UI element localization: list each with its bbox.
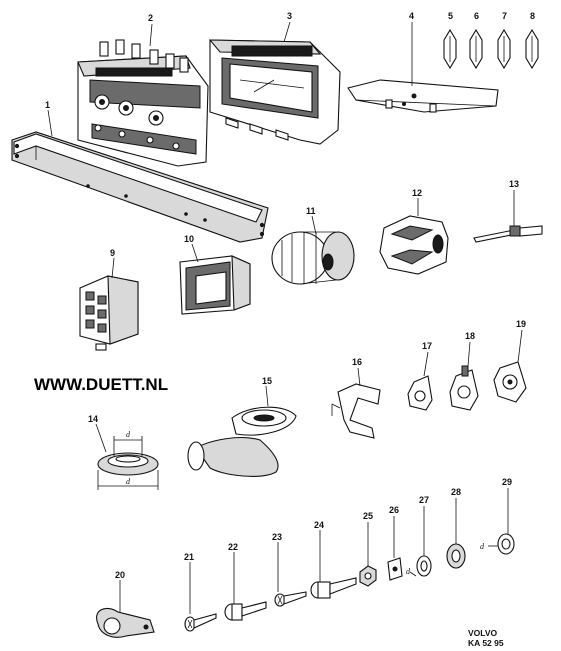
part-19-clip bbox=[493, 361, 527, 403]
part-5-fuse bbox=[443, 28, 457, 70]
part-2-fuse-box bbox=[77, 39, 209, 167]
callout-21: 21 bbox=[184, 552, 194, 562]
part-20-cable-clamp bbox=[96, 607, 155, 638]
callout-22: 22 bbox=[228, 542, 238, 552]
callout-10: 10 bbox=[184, 234, 194, 244]
callout-23: 23 bbox=[272, 532, 282, 542]
callout-4: 4 bbox=[409, 11, 414, 21]
callout-12: 12 bbox=[412, 188, 422, 198]
callout-15: 15 bbox=[262, 376, 272, 386]
part-13-terminal bbox=[473, 225, 543, 243]
part-14-grommet bbox=[97, 436, 159, 490]
callout-26: 26 bbox=[389, 505, 399, 515]
part-16-bracket bbox=[331, 383, 381, 439]
callout-16: 16 bbox=[352, 357, 362, 367]
callout-18: 18 bbox=[465, 331, 475, 341]
callout-2: 2 bbox=[148, 13, 153, 23]
callout-29: 29 bbox=[502, 477, 512, 487]
part-29-washer bbox=[488, 533, 515, 555]
part-25-nut bbox=[359, 565, 377, 587]
part-21-screw bbox=[184, 613, 217, 632]
part-17-clip bbox=[407, 375, 433, 411]
part-6-fuse bbox=[469, 28, 483, 70]
part-15-boot bbox=[187, 406, 297, 477]
drawing-code: KA 52 95 bbox=[468, 638, 504, 648]
part-7-fuse bbox=[497, 28, 511, 70]
part-18-clip bbox=[449, 365, 479, 411]
callout-9: 9 bbox=[110, 248, 115, 258]
dimension-d-27: d bbox=[406, 567, 411, 576]
part-1-mounting-rail bbox=[11, 131, 269, 243]
callout-14: 14 bbox=[88, 414, 98, 424]
callout-20: 20 bbox=[115, 570, 125, 580]
part-28-lock-washer bbox=[446, 543, 466, 569]
part-9-connector bbox=[79, 275, 139, 351]
callout-28: 28 bbox=[451, 487, 461, 497]
part-27-washer bbox=[409, 555, 432, 577]
dimension-d-inner: d bbox=[126, 430, 131, 439]
dimension-d-outer: d bbox=[126, 477, 131, 486]
website-watermark: WWW.DUETT.NL bbox=[34, 375, 168, 394]
part-12-clip bbox=[379, 215, 449, 275]
callout-11: 11 bbox=[306, 206, 316, 216]
part-8-fuse bbox=[525, 28, 539, 70]
callout-8: 8 bbox=[530, 11, 535, 21]
callout-27: 27 bbox=[419, 495, 429, 505]
callout-19: 19 bbox=[516, 319, 526, 329]
callout-1: 1 bbox=[45, 100, 50, 110]
part-22-bolt bbox=[224, 601, 267, 621]
part-11-round-connector bbox=[271, 231, 355, 285]
part-24-bolt bbox=[310, 577, 357, 599]
brand-label: VOLVO bbox=[468, 628, 498, 638]
callout-5: 5 bbox=[448, 11, 453, 21]
part-3-fuse-cover bbox=[208, 39, 341, 145]
dimension-d-29: d bbox=[480, 542, 485, 551]
callout-17: 17 bbox=[422, 341, 432, 351]
callout-6: 6 bbox=[474, 11, 479, 21]
callout-7: 7 bbox=[502, 11, 507, 21]
callout-24: 24 bbox=[314, 520, 324, 530]
part-4-plate bbox=[347, 79, 499, 113]
callout-3: 3 bbox=[287, 11, 292, 21]
callout-13: 13 bbox=[509, 179, 519, 189]
part-26-square-washer bbox=[387, 557, 403, 581]
part-10-housing bbox=[179, 255, 251, 315]
part-23-screw bbox=[274, 591, 307, 607]
callout-25: 25 bbox=[363, 511, 373, 521]
